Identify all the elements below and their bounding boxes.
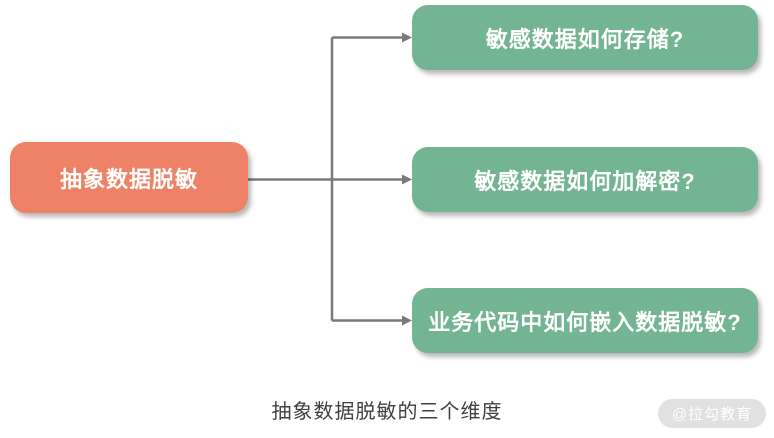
root-node: 抽象数据脱敏 — [10, 142, 248, 213]
branch-node-encryption: 敏感数据如何加解密? — [412, 147, 758, 212]
branch-node-encryption-label: 敏感数据如何加解密? — [474, 168, 696, 194]
branch-node-storage: 敏感数据如何存储? — [412, 5, 758, 70]
arrowhead-bottom-icon — [402, 315, 412, 326]
arrowhead-top-icon — [402, 32, 412, 43]
diagram-caption: 抽象数据脱敏的三个维度 — [271, 401, 503, 423]
arrowhead-middle-icon — [402, 174, 412, 185]
branch-node-embedding-label: 业务代码中如何嵌入数据脱敏? — [428, 309, 742, 335]
branch-node-embedding: 业务代码中如何嵌入数据脱敏? — [412, 288, 758, 353]
root-node-label: 抽象数据脱敏 — [59, 166, 198, 192]
watermark-badge: @拉勾教育 — [658, 399, 766, 428]
branch-node-storage-label: 敏感数据如何存储? — [485, 26, 685, 52]
